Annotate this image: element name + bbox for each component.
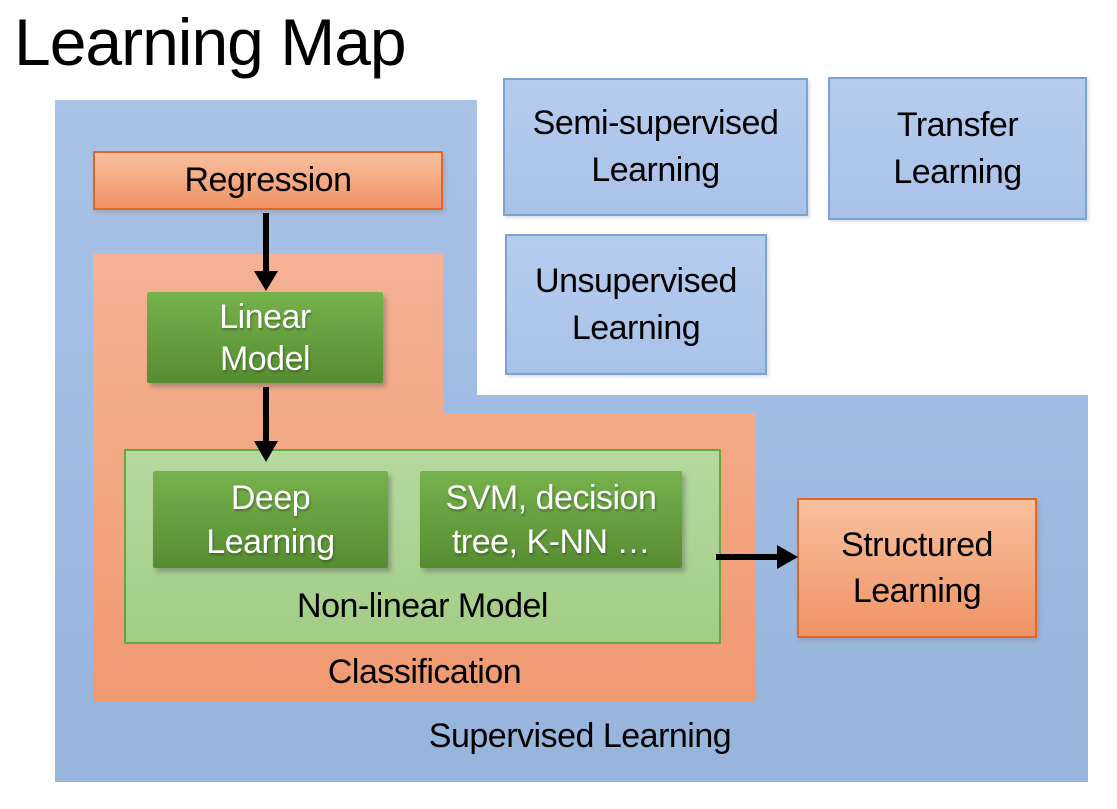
box-semi-supervised-line1: Semi-supervised xyxy=(532,104,779,142)
box-structured-learning-line2: Learning xyxy=(852,572,982,610)
box-svm-knn: SVM, decision tree, K-NN … xyxy=(420,471,682,568)
box-unsupervised-line1: Unsupervised xyxy=(535,261,737,300)
box-unsupervised-learning: Unsupervised Learning xyxy=(505,234,767,375)
box-deep-learning-line2: Learning xyxy=(206,522,335,561)
box-svm-knn-line1: SVM, decision xyxy=(445,478,657,517)
box-structured-learning-line1: Structured xyxy=(841,526,993,564)
box-deep-learning-line1: Deep xyxy=(230,478,311,517)
box-regression-label: Regression xyxy=(184,161,352,199)
box-structured-learning: Structured Learning xyxy=(797,498,1037,638)
label-nonlinear-model: Non-linear Model xyxy=(297,587,548,625)
box-linear-model: Linear Model xyxy=(147,292,383,383)
label-supervised-learning: Supervised Learning xyxy=(428,717,732,755)
box-semi-supervised-learning: Semi-supervised Learning xyxy=(503,78,808,216)
box-svm-knn-line2: tree, K-NN … xyxy=(451,522,651,561)
box-unsupervised-line2: Learning xyxy=(571,308,701,347)
box-regression: Regression xyxy=(93,151,443,210)
label-classification: Classification xyxy=(327,653,522,691)
box-linear-model-line2: Model xyxy=(219,339,311,378)
slide-title: Learning Map xyxy=(14,5,407,79)
box-semi-supervised-line2: Learning xyxy=(591,151,720,189)
box-deep-learning: Deep Learning xyxy=(153,471,388,568)
box-transfer-learning-line1: Transfer xyxy=(896,105,1019,144)
box-transfer-learning: Transfer Learning xyxy=(828,77,1087,220)
box-linear-model-line1: Linear xyxy=(219,297,311,336)
box-transfer-learning-line2: Learning xyxy=(893,152,1022,191)
